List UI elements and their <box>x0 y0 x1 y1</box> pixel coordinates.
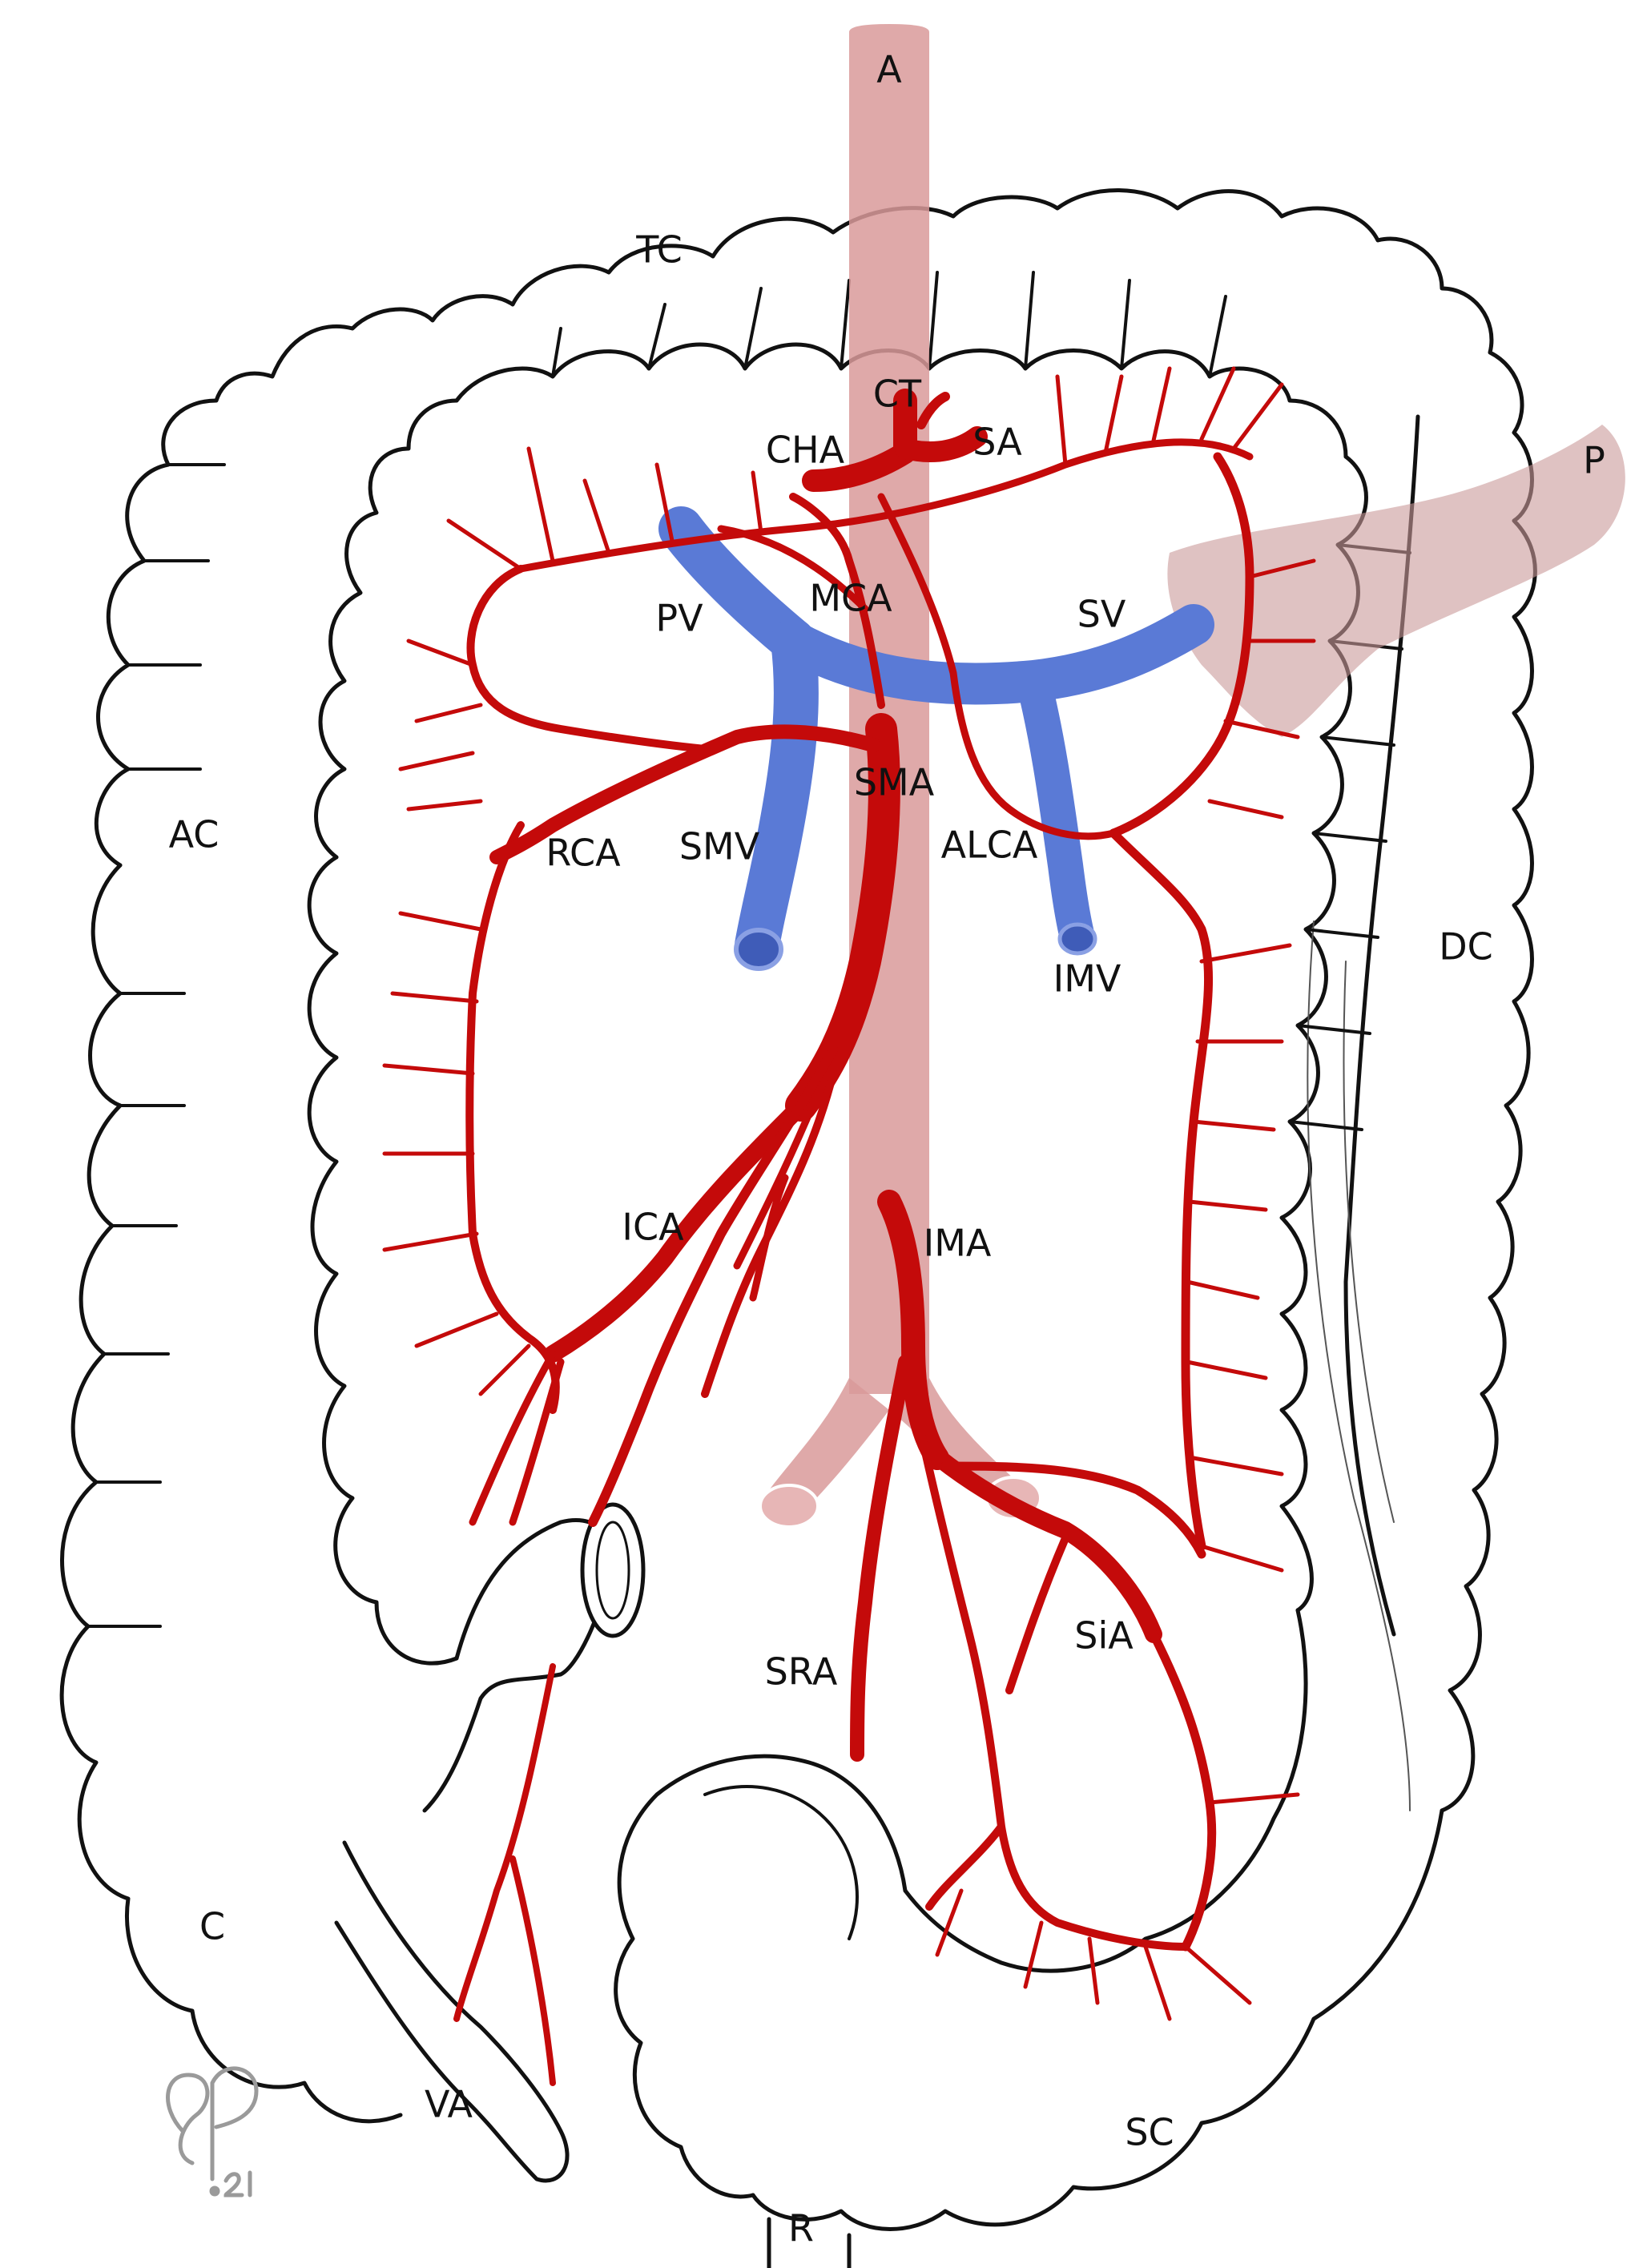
sigmoid-colon-outer <box>751 1808 1444 2231</box>
rectum-loop <box>614 1754 908 2199</box>
label-superior-mesenteric-vein: SMV <box>679 825 760 868</box>
pancreas <box>1167 425 1625 737</box>
label-sigmoid-colon: SC <box>1125 2111 1174 2154</box>
label-vermiform-appendix: VA <box>425 2083 473 2126</box>
label-cecum: C <box>199 1905 225 1948</box>
label-sigmoid-artery: SiA <box>1074 1614 1134 1658</box>
label-pancreas: P <box>1583 439 1605 482</box>
appendicular-artery <box>453 1663 556 2086</box>
labels: A TC CT CHA SA P PV MCA SV AC SMA RCA SM… <box>169 48 1605 2250</box>
ascending-colon-inner-edge <box>314 398 459 860</box>
celiac-small-branch <box>916 392 950 429</box>
rectum-stump <box>767 2217 852 2268</box>
label-inferior-mesenteric-vein: IMV <box>1053 957 1121 1001</box>
mca-right-branch <box>717 525 869 613</box>
label-aorta: A <box>876 48 902 91</box>
ica-branch-1 <box>588 1045 838 1527</box>
sigmoid-colon-inner <box>903 1608 1308 1973</box>
marginal-artery-transverse <box>517 438 1254 573</box>
label-rectum: R <box>788 2207 814 2250</box>
sigmoid-artery <box>920 1441 1162 1643</box>
label-splenic-vein: SV <box>1077 593 1126 636</box>
label-transverse-colon: TC <box>635 228 683 272</box>
mca-left-branch <box>877 493 1117 840</box>
label-descending-colon: DC <box>1439 925 1493 969</box>
left-colic-descending <box>1109 828 1214 1551</box>
right-marginal-artery <box>465 821 560 1414</box>
sigmoid-taenia <box>1307 920 1411 1811</box>
splenic-artery <box>895 426 988 463</box>
sigmoid-branches <box>917 1430 1190 1951</box>
label-superior-rectal-artery: SRA <box>765 1650 838 1694</box>
label-ascending-colon: AC <box>169 813 219 856</box>
ascending-left-colic-artery <box>1109 452 1254 838</box>
inferior-mesenteric-vein <box>1016 663 1095 955</box>
middle-colic-artery <box>789 493 885 709</box>
label-portal-vein: PV <box>655 597 703 640</box>
right-arcade <box>466 565 709 753</box>
left-iliac-lumen <box>759 1484 819 1529</box>
ascending-colon-outer <box>94 188 1537 1813</box>
imv-lumen <box>1057 922 1097 956</box>
right-colic-artery <box>489 724 880 864</box>
rectum-inner-fold <box>703 1785 859 1940</box>
ileum-stump-lumen <box>580 1502 646 1638</box>
ileal-branch <box>469 1350 565 1526</box>
vasa-recta <box>382 366 1316 2021</box>
label-ileocolic-artery: ICA <box>622 1206 684 1249</box>
venous-system <box>658 506 1214 971</box>
artist-signature <box>166 2066 259 2198</box>
aorta-trunk <box>849 24 929 1394</box>
label-celiac-trunk: CT <box>873 373 922 416</box>
label-inferior-mesenteric-artery: IMA <box>924 1222 992 1265</box>
common-hepatic-artery <box>802 441 916 492</box>
cecum-inner <box>307 855 459 1666</box>
superior-rectal-artery <box>850 1355 912 1762</box>
label-superior-mesenteric-artery: SMA <box>854 761 935 804</box>
inferior-mesenteric-artery <box>877 1190 949 1470</box>
label-middle-colic-artery: MCA <box>809 577 892 620</box>
arterial-system <box>382 366 1316 2086</box>
ica-branch-3 <box>733 1110 813 1302</box>
ascending-colon-left-edge <box>59 863 403 2124</box>
appendix <box>334 1840 570 2183</box>
label-ascending-left-colic-artery: ALCA <box>941 824 1038 867</box>
label-splenic-artery: SA <box>972 421 1022 464</box>
left-iliac-artery <box>769 1378 889 1514</box>
smv-lumen <box>734 928 783 971</box>
label-common-hepatic-artery: CHA <box>766 429 845 472</box>
label-right-colic-artery: RCA <box>546 832 621 875</box>
superior-mesenteric-vein <box>735 618 819 968</box>
ileocolic-artery <box>544 1097 810 1363</box>
ileum-stump-inner <box>595 1521 630 1620</box>
